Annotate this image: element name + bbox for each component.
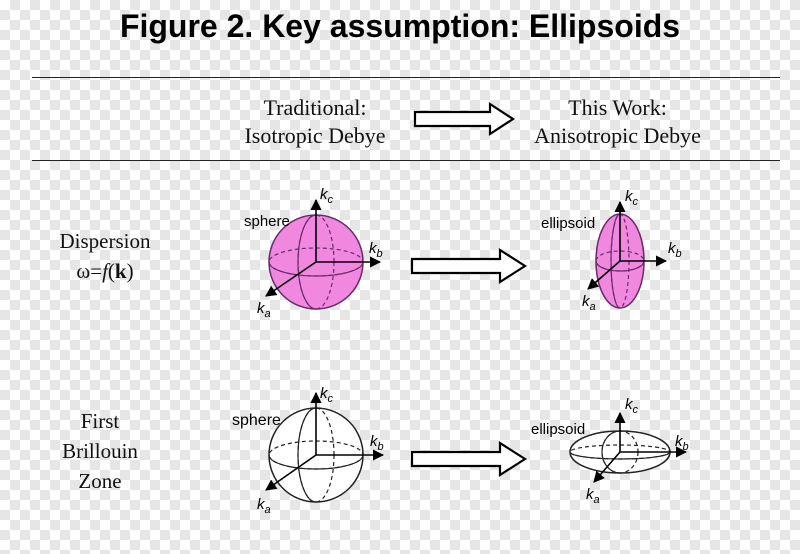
- label-sphere-zone: sphere: [232, 412, 281, 429]
- formula-omega: ω=: [76, 259, 103, 283]
- header-divider: [32, 160, 780, 161]
- header-traditional-line1: Traditional:: [263, 95, 367, 120]
- header-traditional-line2: Isotropic Debye: [244, 123, 386, 148]
- axis-kc-ellipsoid: kc: [625, 188, 638, 208]
- row-label-zone-line1: First: [80, 409, 120, 433]
- axis-ka-outline-ellipsoid: ka: [586, 486, 600, 506]
- axis-kb-outline-ellipsoid: kb: [675, 433, 689, 453]
- axis-kc-sphere: kc: [320, 186, 333, 206]
- axis-ka-sphere: ka: [257, 300, 271, 320]
- header-traditional: Traditional: Isotropic Debye: [210, 94, 420, 150]
- figure-title: Figure 2. Key assumption: Ellipsoids: [119, 8, 681, 44]
- formula-k: k: [114, 259, 127, 283]
- row-label-zone-line3: Zone: [78, 469, 122, 493]
- block-arrow-dispersion: [410, 247, 528, 285]
- pink-sphere-axes: [265, 198, 382, 297]
- block-arrow-header: [413, 101, 516, 137]
- header-this-work-line1: This Work:: [568, 95, 667, 120]
- outline-sphere-axes: [265, 391, 385, 491]
- label-ellipsoid-dispersion: ellipsoid: [541, 215, 596, 232]
- formula-close: ): [126, 259, 134, 283]
- axis-kb-ellipsoid: kb: [668, 240, 682, 260]
- row-label-brillouin-zone: First Brillouin Zone: [40, 406, 160, 496]
- label-ellipsoid-zone: ellipsoid: [531, 421, 586, 438]
- row-label-dispersion-formula: ω=f(k): [30, 256, 180, 286]
- formula-open: (: [107, 259, 115, 283]
- axis-kc-outline-sphere: kc: [320, 385, 333, 405]
- formula-f: f: [102, 259, 108, 283]
- outline-ellipsoid-axes: [593, 411, 688, 483]
- label-sphere-dispersion: sphere: [244, 213, 290, 230]
- axis-ka-outline-sphere: ka: [257, 496, 271, 516]
- axis-kb-outline-sphere: kb: [370, 433, 384, 453]
- block-arrow-zone: [410, 440, 528, 478]
- axis-kb-sphere: kb: [369, 240, 383, 260]
- axis-kc-outline-ellipsoid: kc: [625, 396, 638, 416]
- pink-ellipsoid-axes: [587, 200, 668, 290]
- axis-ka-ellipsoid: ka: [582, 293, 596, 313]
- row-label-dispersion: Dispersion ω=f(k): [30, 226, 180, 286]
- top-divider: [32, 77, 780, 78]
- row-label-dispersion-line1: Dispersion: [59, 229, 151, 253]
- row-label-zone-line2: Brillouin: [62, 439, 138, 463]
- header-this-work-line2: Anisotropic Debye: [534, 123, 701, 148]
- header-this-work: This Work: Anisotropic Debye: [500, 94, 735, 150]
